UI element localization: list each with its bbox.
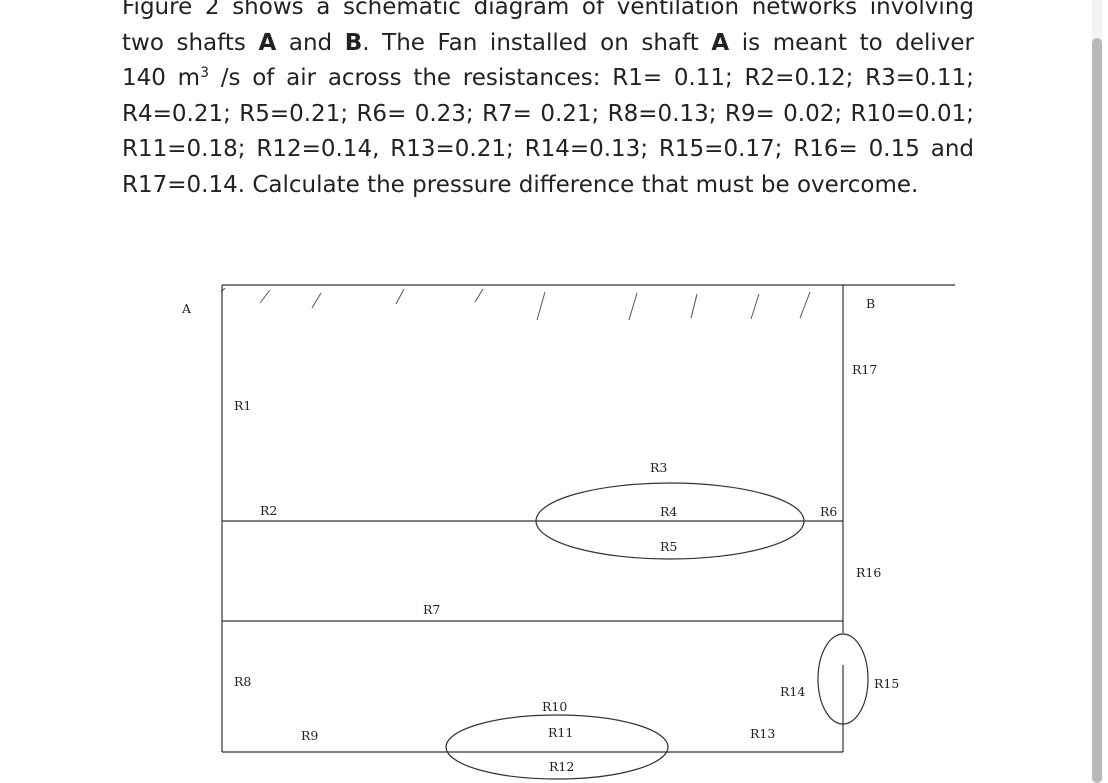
label-r7: R7 (423, 602, 440, 617)
label-r3: R3 (650, 460, 667, 475)
problem-text-2c: and (276, 29, 345, 56)
problem-line-4: R4=0.21; R5=0.21; R6= 0.23; R7= 0.21; R8… (122, 97, 974, 133)
label-r17: R17 (852, 362, 877, 377)
label-r5: R5 (660, 539, 677, 554)
label-r10: R10 (542, 699, 567, 714)
problem-text-1: Figure 2 shows a schematic diagram of ve… (122, 0, 974, 20)
label-r12: R12 (549, 759, 574, 774)
problem-text-6: R17=0.14. Calculate the pressure differe… (122, 171, 919, 198)
problem-text-2e: . The Fan installed on shaft (362, 29, 712, 56)
problem-text-5: R11=0.18; R12=0.14, R13=0.21; R14=0.13; … (122, 136, 974, 162)
label-r13: R13 (750, 726, 775, 741)
shaft-b-label: B (866, 296, 875, 311)
scrollbar-thumb[interactable] (1092, 38, 1102, 783)
label-r15: R15 (874, 676, 899, 691)
label-r11: R11 (548, 725, 573, 740)
problem-text-2g: is meant to deliver (729, 29, 974, 56)
shaft-a-ref: A (258, 29, 277, 56)
label-r4: R4 (660, 504, 677, 519)
label-r9: R9 (301, 728, 318, 743)
problem-text-2a: two shafts (122, 29, 259, 56)
label-r1: R1 (234, 398, 251, 413)
label-r6: R6 (820, 504, 837, 519)
shaft-b-ref: B (344, 29, 363, 56)
problem-text-3a: 140 m (122, 65, 201, 91)
problem-line-3: 140 m3 /s of air across the resistances:… (122, 61, 974, 97)
shaft-a-label: A (181, 301, 192, 316)
label-r14: R14 (780, 684, 805, 699)
label-r8: R8 (234, 674, 251, 689)
problem-text-4: R4=0.21; R5=0.21; R6= 0.23; R7= 0.21; R8… (122, 100, 974, 127)
label-r16: R16 (856, 565, 881, 580)
unit-superscript: 3 (200, 65, 209, 81)
parallel-split-r10-r12 (445, 714, 669, 780)
shaft-a-ref-2: A (711, 29, 730, 56)
surface-hatching (220, 287, 811, 321)
parallel-split-r3-r5 (535, 482, 805, 560)
problem-line-5: R11=0.18; R12=0.14, R13=0.21; R14=0.13; … (122, 132, 974, 168)
problem-line-2: two shafts A and B. The Fan installed on… (122, 26, 974, 62)
problem-line-6: R17=0.14. Calculate the pressure differe… (122, 168, 974, 204)
problem-line-1: Figure 2 shows a schematic diagram of ve… (122, 0, 974, 26)
parallel-split-r14-r15 (817, 633, 869, 725)
problem-statement: Figure 2 shows a schematic diagram of ve… (122, 0, 974, 203)
label-r2: R2 (260, 503, 277, 518)
problem-text-3b: /s of air across the resistances: R1= 0.… (208, 65, 974, 91)
